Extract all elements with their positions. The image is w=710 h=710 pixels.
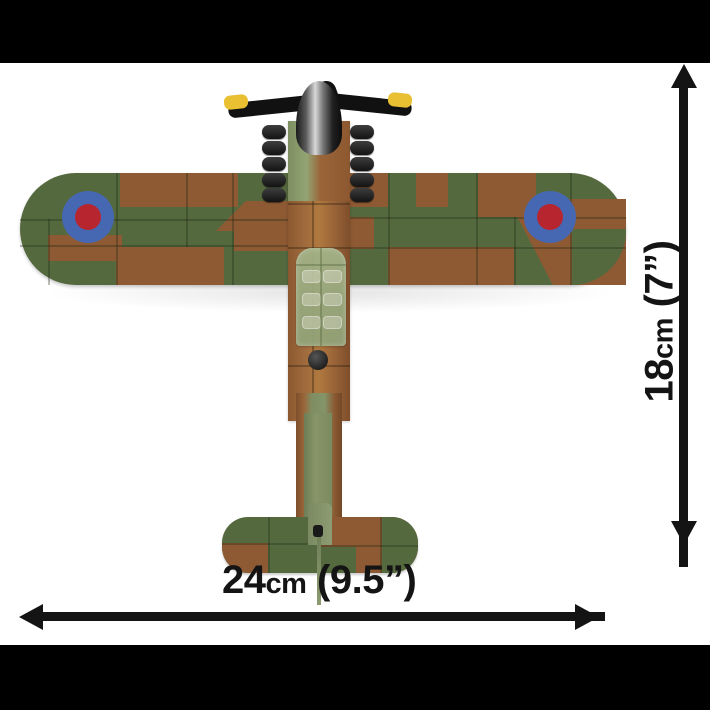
height-dimension-label: 18cm (7”) [637,241,682,403]
height-unit: cm [647,318,680,359]
cockpit-canopy [296,248,346,346]
raf-roundel-right-wing [524,191,576,243]
width-imperial: (9.5”) [306,558,417,602]
exhaust-stacks-right [350,125,376,202]
height-arrowhead-top [671,64,697,88]
width-arrowhead-right [575,604,599,630]
letterbox-bottom [0,645,710,710]
width-dimension-label: 24cm (9.5”) [222,558,417,603]
width-value: 24 [222,558,266,602]
aircraft-model [0,63,710,645]
propeller-spinner [296,81,342,155]
tail-antenna [317,533,321,605]
tail-wheel [313,525,323,537]
product-image-canvas: 24cm (9.5”) 18cm (7”) [0,63,710,645]
height-arrowhead-bottom [671,521,697,545]
letterbox-top [0,0,710,63]
width-unit: cm [265,568,307,600]
raf-roundel-left-wing [62,191,114,243]
width-arrowhead-left [19,604,43,630]
pilot-head [308,350,328,370]
exhaust-stacks-left [262,125,288,202]
width-dimension-arrow-shaft [28,612,605,621]
roundel-center-red [537,204,563,230]
height-value: 18 [637,358,682,403]
height-imperial: (7”) [637,240,682,319]
roundel-center-red [75,204,101,230]
height-dimension-arrow-shaft [679,85,688,567]
horizontal-stabilizer-right [320,517,418,573]
